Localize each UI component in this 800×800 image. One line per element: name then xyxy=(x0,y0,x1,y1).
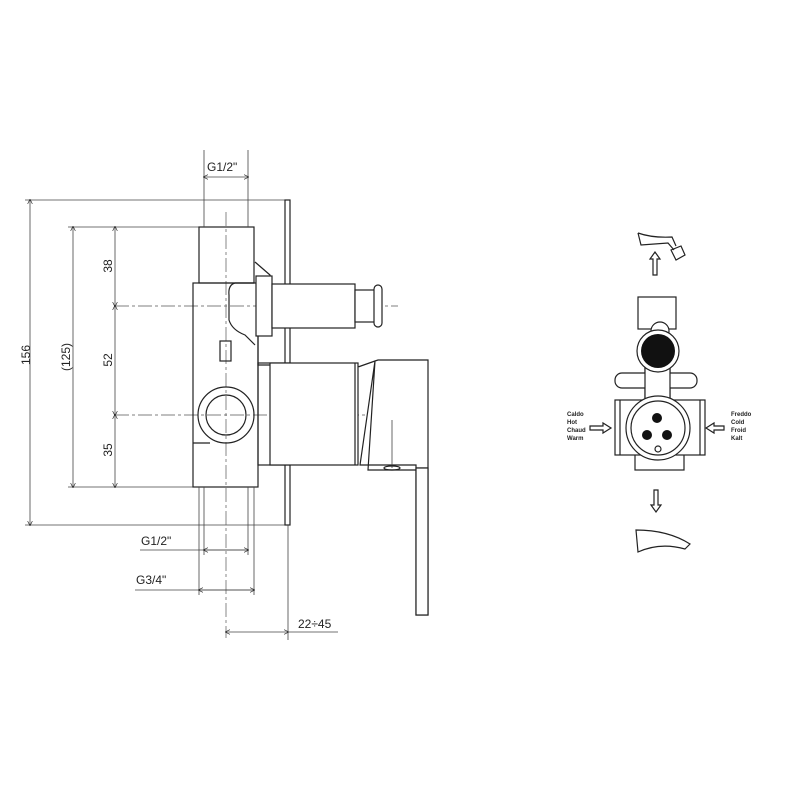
diverter-knob-icon xyxy=(641,334,675,368)
cold-labels: Freddo Cold Froid Kalt xyxy=(731,412,753,442)
hot-labels: Caldo Hot Chaud Warm xyxy=(567,412,587,442)
indicator-slot xyxy=(219,340,232,362)
bath-spout-icon xyxy=(635,529,691,553)
side-view: 156 (125) 38 52 35 xyxy=(19,150,429,640)
arrow-up-icon xyxy=(648,250,662,276)
dim-bottom-g12: G1/2" xyxy=(141,534,171,548)
arrow-down-icon xyxy=(649,489,663,514)
cold-inlet-arrow-icon xyxy=(704,421,725,435)
cartridge-ring xyxy=(625,395,691,461)
shower-head-icon xyxy=(670,245,686,261)
shower-arm-icon xyxy=(637,232,677,251)
dim-38: 38 xyxy=(101,259,115,273)
diverter-knob[interactable] xyxy=(373,284,383,328)
outlet-ring xyxy=(197,386,255,444)
top-pipe xyxy=(198,226,255,284)
dim-g34: G3/4" xyxy=(136,573,166,587)
dim-52: 52 xyxy=(101,353,115,367)
dim-22-45: 22÷45 xyxy=(298,617,332,631)
diverter-stem xyxy=(271,283,356,329)
dim-35: 35 xyxy=(101,443,115,457)
hot-inlet-arrow-icon xyxy=(589,421,613,435)
valve-body xyxy=(192,282,259,488)
handle-sleeve xyxy=(269,362,359,466)
dim-125: (125) xyxy=(59,343,73,371)
dim-156: 156 xyxy=(19,345,33,365)
flow-schematic: Caldo Hot Chaud Warm Freddo Cold Froid K… xyxy=(567,232,753,553)
dim-top-g12: G1/2" xyxy=(207,160,237,174)
